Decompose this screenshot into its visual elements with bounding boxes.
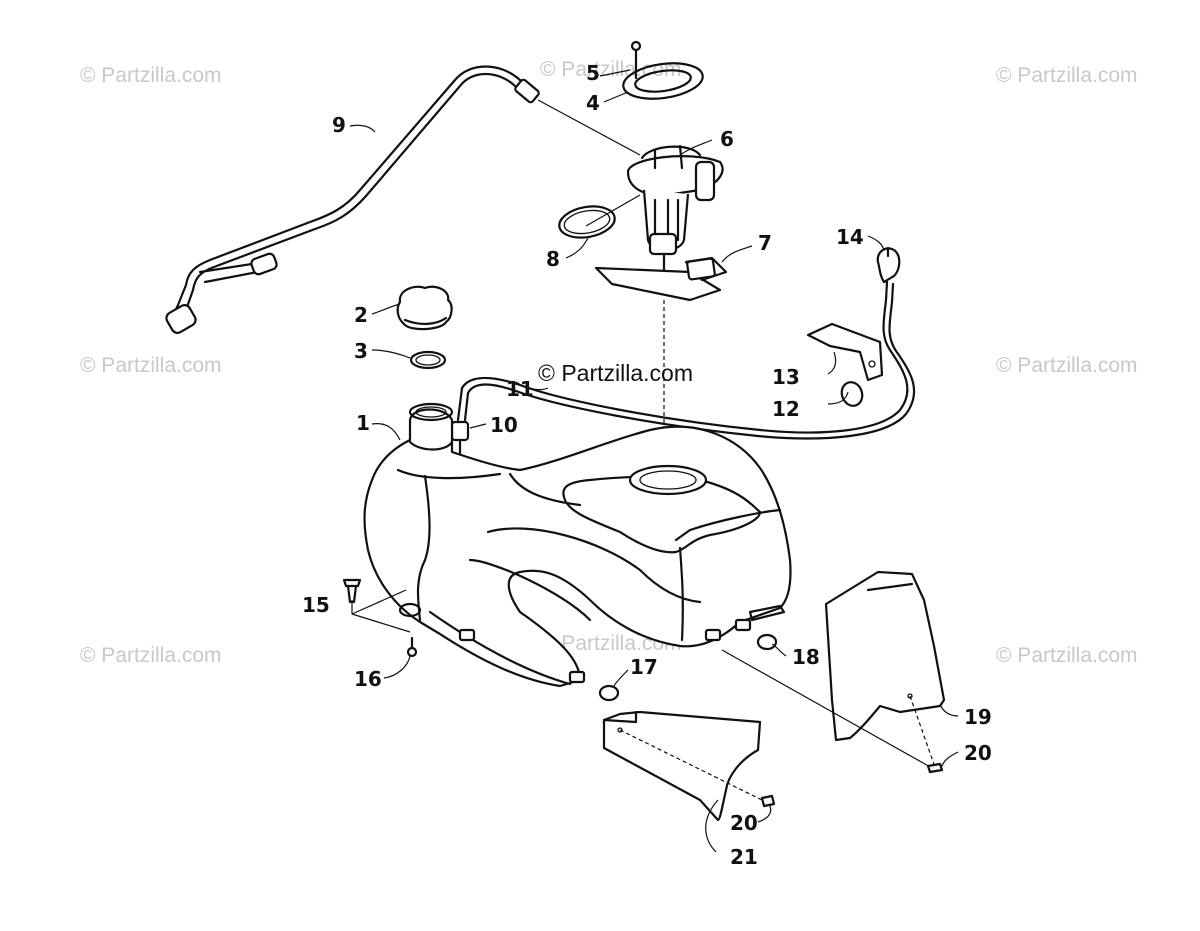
leader-line [603, 91, 629, 103]
callout-3: 3 [354, 339, 368, 363]
leader-line [371, 349, 411, 359]
fuel-cap [396, 285, 453, 331]
leader-line [613, 669, 629, 687]
callout-7: 7 [758, 231, 772, 255]
leader-line [941, 751, 959, 767]
leader-line [371, 303, 401, 315]
leader-line [469, 423, 487, 429]
callout-20: 20 [730, 811, 758, 835]
watermark-center: © Partzilla.com [538, 360, 693, 386]
callout-12: 12 [772, 397, 800, 421]
o-ring-inner [563, 209, 611, 235]
callout-18: 18 [792, 645, 820, 669]
screw [630, 40, 642, 80]
callout-6: 6 [720, 127, 734, 151]
callout-11: 11 [506, 377, 534, 401]
leader-line [705, 799, 719, 853]
pump-connector [694, 160, 716, 202]
watermark: © Partzilla.com [996, 64, 1138, 87]
hose-fitting [514, 78, 540, 104]
leader-line [599, 69, 631, 77]
callout-20: 20 [964, 741, 992, 765]
watermark: © Partzilla.com [80, 644, 222, 667]
o-ring [558, 205, 616, 239]
grommet [598, 684, 620, 702]
leader-line [383, 655, 411, 679]
leader-line [757, 805, 772, 823]
mounting-bracket [806, 322, 884, 382]
watermark: © Partzilla.com [540, 58, 682, 81]
leader-line [827, 391, 849, 405]
push-rivet [342, 578, 411, 633]
cap-seal [409, 350, 447, 370]
callout-13: 13 [772, 365, 800, 389]
leader-line [827, 351, 837, 375]
callout-5: 5 [586, 61, 600, 85]
leader-line [349, 124, 376, 133]
callout-1: 1 [356, 411, 370, 435]
callout-14: 14 [836, 225, 864, 249]
leader-line [515, 381, 549, 391]
callout-16: 16 [354, 667, 382, 691]
callout-19: 19 [964, 705, 992, 729]
callout-9: 9 [332, 113, 346, 137]
watermark: © Partzilla.com [80, 64, 222, 87]
leader-line [679, 139, 713, 156]
callout-21: 21 [730, 845, 758, 869]
shield-screw [926, 762, 944, 774]
alignment-line [721, 649, 933, 769]
callout-4: 4 [586, 91, 600, 115]
vent-hose [165, 65, 641, 334]
hose-fitting [250, 252, 278, 276]
callout-2: 2 [354, 303, 368, 327]
leader-line [371, 423, 401, 441]
callout-15: 15 [302, 593, 330, 617]
cap-seal-inner [415, 354, 441, 366]
tank-fitting [450, 420, 470, 442]
fuel-tank [363, 402, 792, 688]
heat-shield-rear [824, 570, 946, 771]
heat-shield-front [602, 710, 763, 822]
callout-17: 17 [630, 655, 658, 679]
flange-gasket [622, 62, 704, 100]
tank-screw [406, 636, 418, 658]
leader-line [771, 643, 787, 657]
grommet [756, 633, 778, 651]
leader-line [585, 194, 641, 227]
watermark: © Partzilla.com [80, 354, 222, 377]
callout-10: 10 [490, 413, 518, 437]
leader-line [867, 235, 885, 251]
hose-fitting [165, 304, 197, 334]
leader-line [565, 237, 589, 259]
watermark: © Partzilla.com [996, 644, 1138, 667]
leader-line [939, 703, 959, 717]
shield-screw [760, 794, 776, 808]
callout-8: 8 [546, 247, 560, 271]
watermark: © Partzilla.com [996, 354, 1138, 377]
fuel-level-sender [594, 256, 728, 302]
hose-clamp [840, 381, 864, 407]
leader-line [721, 245, 753, 263]
fuel-pump [626, 144, 724, 278]
